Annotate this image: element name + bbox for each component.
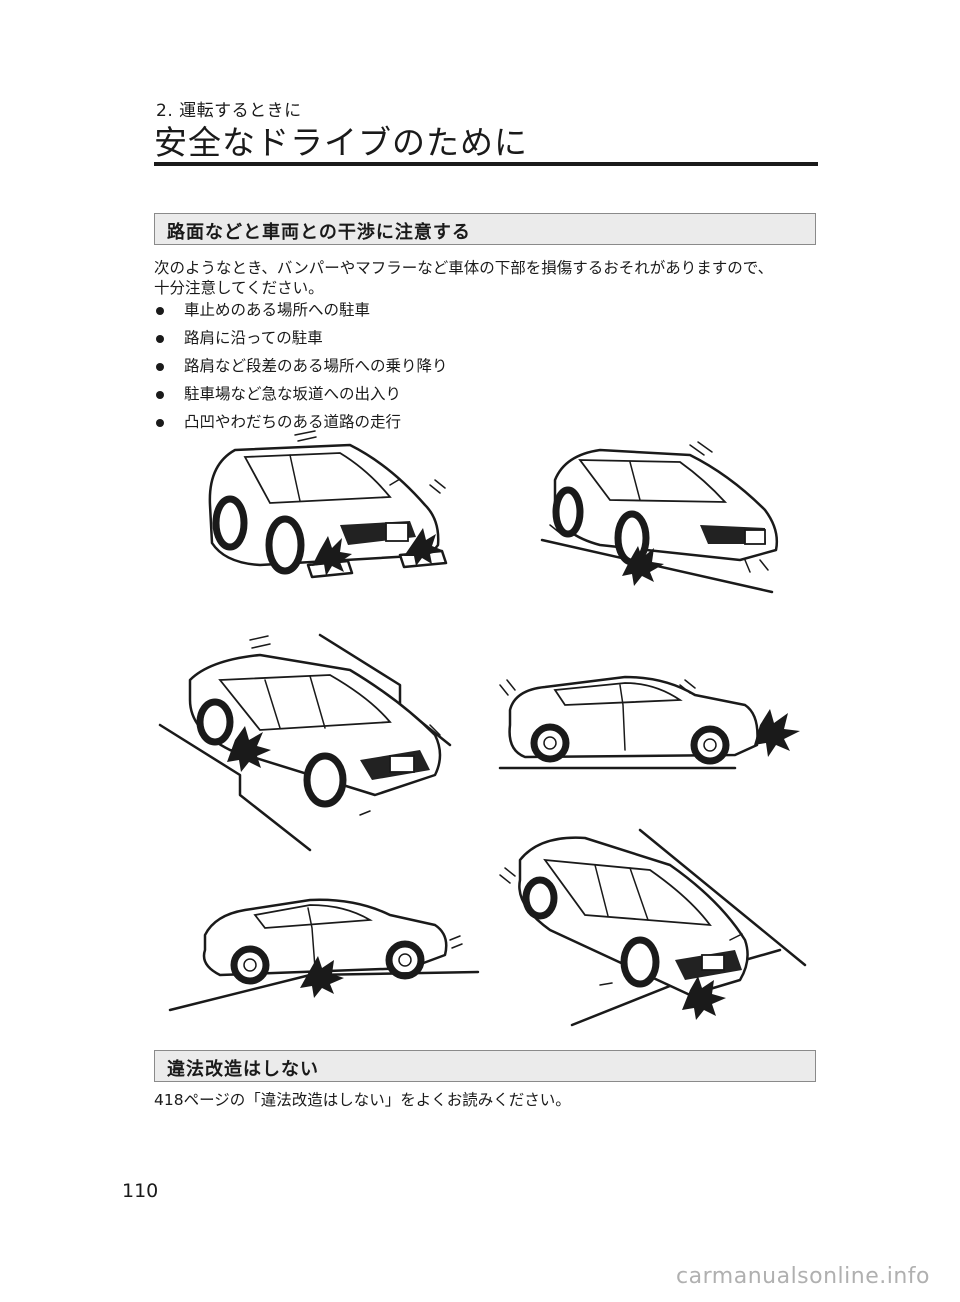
list-item-text: 駐車場など急な坂道への出入り bbox=[184, 385, 402, 403]
reference-text: 418ページの「違法改造はしない」をよくお読みください。 bbox=[154, 1091, 571, 1109]
list-item: 凸凹やわだちのある道路の走行 bbox=[154, 408, 448, 436]
bullet-icon bbox=[156, 391, 164, 399]
title-divider bbox=[154, 162, 818, 166]
section-heading-text: 路面などと車両との干渉に注意する bbox=[167, 222, 471, 243]
list-item: 車止めのある場所への駐車 bbox=[154, 296, 448, 324]
list-item-text: 凸凹やわだちのある道路の走行 bbox=[184, 413, 402, 431]
intro-paragraph: 次のようなとき、バンパーやマフラーなど車体の下部を損傷するおそれがありますので、… bbox=[154, 258, 824, 298]
section-heading-interference: 路面などと車両との干渉に注意する bbox=[154, 213, 816, 245]
bullet-list: 車止めのある場所への駐車 路肩に沿っての駐車 路肩など段差のある場所への乗り降り… bbox=[154, 296, 448, 436]
list-item-text: 路肩に沿っての駐車 bbox=[184, 329, 323, 347]
list-item-text: 路肩など段差のある場所への乗り降り bbox=[184, 357, 448, 375]
watermark: carmanualsonline.info bbox=[676, 1264, 930, 1289]
page-number: 110 bbox=[122, 1180, 159, 1202]
list-item-text: 車止めのある場所への駐車 bbox=[184, 301, 371, 319]
car-underbody-on-slope-icon bbox=[168, 898, 480, 1012]
car-side-bumper-impact-icon bbox=[498, 675, 800, 770]
bullet-icon bbox=[156, 335, 164, 343]
bullet-icon bbox=[156, 419, 164, 427]
car-down-steep-ramp-icon bbox=[499, 828, 807, 1027]
chapter-label: 2. 運転するときに bbox=[156, 101, 302, 121]
bullet-icon bbox=[156, 307, 164, 315]
page-title: 安全なドライブのために bbox=[154, 123, 528, 162]
car-hitting-wheel-stops-icon bbox=[208, 430, 448, 579]
section-heading-illegal-modification: 違法改造はしない bbox=[154, 1050, 816, 1082]
section-heading-text: 違法改造はしない bbox=[167, 1059, 319, 1080]
intro-line-2: 十分注意してください。 bbox=[154, 279, 324, 297]
list-item: 路肩に沿っての駐車 bbox=[154, 324, 448, 352]
intro-line-1: 次のようなとき、バンパーやマフラーなど車体の下部を損傷するおそれがありますので、 bbox=[154, 259, 774, 277]
list-item: 路肩など段差のある場所への乗り降り bbox=[154, 352, 448, 380]
list-item: 駐車場など急な坂道への出入り bbox=[154, 380, 448, 408]
bullet-icon bbox=[156, 363, 164, 371]
car-along-curb-icon bbox=[158, 633, 452, 852]
car-front-scraping-slope-icon bbox=[540, 441, 779, 594]
